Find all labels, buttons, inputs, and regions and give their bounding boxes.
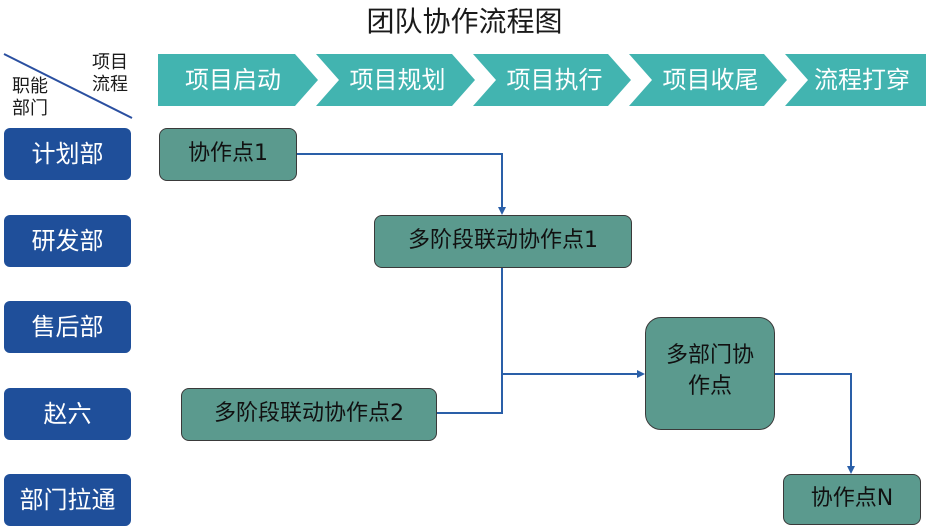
dept-label-2: 研发部: [4, 215, 131, 267]
phase-label-1: 项目启动: [185, 66, 281, 94]
header-dept-label: 职能部门: [12, 76, 48, 119]
dept-label-5: 部门拉通: [4, 474, 131, 526]
phase-shape-3: [473, 54, 631, 106]
phase-label-5: 流程打穿: [814, 66, 910, 94]
phase-shape-1: [158, 54, 318, 106]
phase-label-3: 项目执行: [506, 66, 603, 94]
collab-node-1: 协作点1: [159, 128, 297, 181]
header-process-label: 项目流程: [92, 52, 128, 95]
page-title: 团队协作流程图: [366, 5, 563, 38]
dept-label-1: 计划部: [4, 128, 131, 180]
phase-shape-2: [316, 54, 475, 106]
phase-label-2: 项目规划: [349, 66, 446, 94]
phase-shape-5: [785, 54, 926, 106]
multi-stage-node-2: 多阶段联动协作点2: [181, 388, 437, 441]
multi-dept-node: 多部门协作点: [645, 317, 775, 430]
multi-stage-node-1: 多阶段联动协作点1: [374, 215, 632, 268]
header-corner-cell: 项目流程 职能部门: [2, 52, 134, 122]
diagonal-divider: [3, 53, 133, 119]
dept-label-3: 售后部: [4, 301, 131, 353]
phase-shape-4: [629, 54, 787, 106]
collab-node-n: 协作点N: [783, 474, 921, 525]
dept-label-4: 赵六: [4, 388, 131, 440]
phase-label-4: 项目收尾: [662, 66, 759, 94]
